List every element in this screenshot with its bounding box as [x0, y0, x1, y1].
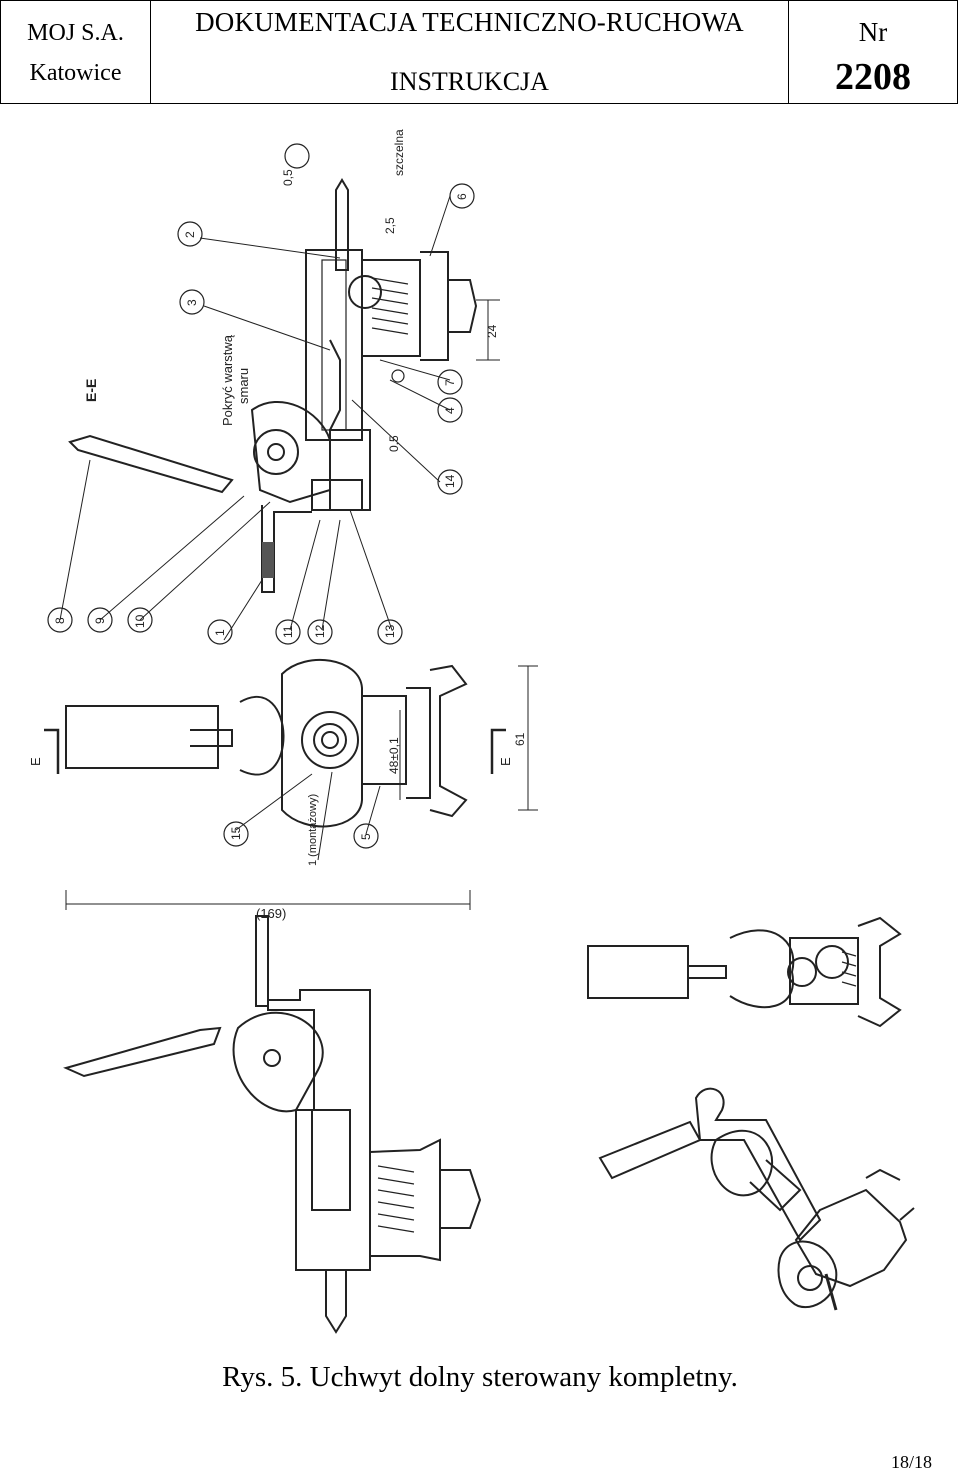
coat-note-line2: smaru [236, 368, 251, 404]
front-view [44, 659, 538, 910]
callout-15: 15 [229, 826, 243, 840]
callout-13: 13 [383, 624, 397, 638]
technical-drawing: E-E Pokryć warstwą smaru szczelna 0,5 2,… [28, 129, 915, 1334]
dim-25: 2,5 [383, 217, 397, 234]
cut-label-left: E [28, 757, 43, 766]
mount-note: 1 (montażowy) [307, 794, 319, 866]
dim-05-top: 0,5 [281, 169, 295, 186]
number-cell: Nr 2208 [789, 1, 957, 103]
dim-61: 61 [513, 732, 527, 746]
callout-2: 2 [183, 231, 197, 238]
callout-11: 11 [281, 625, 295, 638]
section-view-ee [47, 143, 500, 645]
dim-24: 24 [485, 324, 499, 338]
callout-5: 5 [359, 833, 373, 840]
company-city: Katowice [29, 60, 122, 86]
section-label: E-E [83, 379, 99, 402]
callout-4: 4 [443, 407, 457, 414]
page-number: 18/18 [890, 1452, 932, 1472]
document-subtitle: INSTRUKCJA [390, 67, 549, 96]
callout-1: 1 [213, 629, 227, 636]
callout-8: 8 [53, 617, 67, 624]
callout-6: 6 [455, 193, 469, 200]
cut-label-right: E [498, 757, 513, 766]
figure-caption: Rys. 5. Uchwyt dolny sterowany kompletny… [222, 1361, 738, 1393]
number-label: Nr [858, 17, 888, 47]
isometric-view [598, 1087, 915, 1311]
coat-note-line1: Pokryć warstwą [220, 334, 235, 426]
document-header: MOJ S.A. Katowice DOKUMENTACJA TECHNICZN… [0, 0, 958, 104]
company-cell: MOJ S.A. Katowice [1, 1, 151, 103]
callout-12: 12 [313, 624, 327, 638]
dim-05-mid: 0,5 [387, 435, 401, 452]
callout-7: 7 [443, 379, 457, 386]
dim-169: (169) [256, 906, 286, 921]
document-title: DOKUMENTACJA TECHNICZNO-RUCHOWA [195, 7, 744, 37]
dim-48: 48±0,1 [387, 737, 401, 774]
small-section-view [587, 916, 902, 1028]
title-cell: DOKUMENTACJA TECHNICZNO-RUCHOWA INSTRUKC… [151, 1, 789, 103]
callout-3: 3 [185, 299, 199, 306]
callout-14: 14 [443, 474, 457, 488]
callout-10: 10 [133, 614, 147, 628]
side-view [63, 915, 482, 1334]
seal-note: szczelna [392, 129, 406, 176]
number-value: 2208 [835, 56, 911, 98]
company-name: MOJ S.A. [27, 20, 124, 46]
callout-9: 9 [93, 617, 107, 624]
